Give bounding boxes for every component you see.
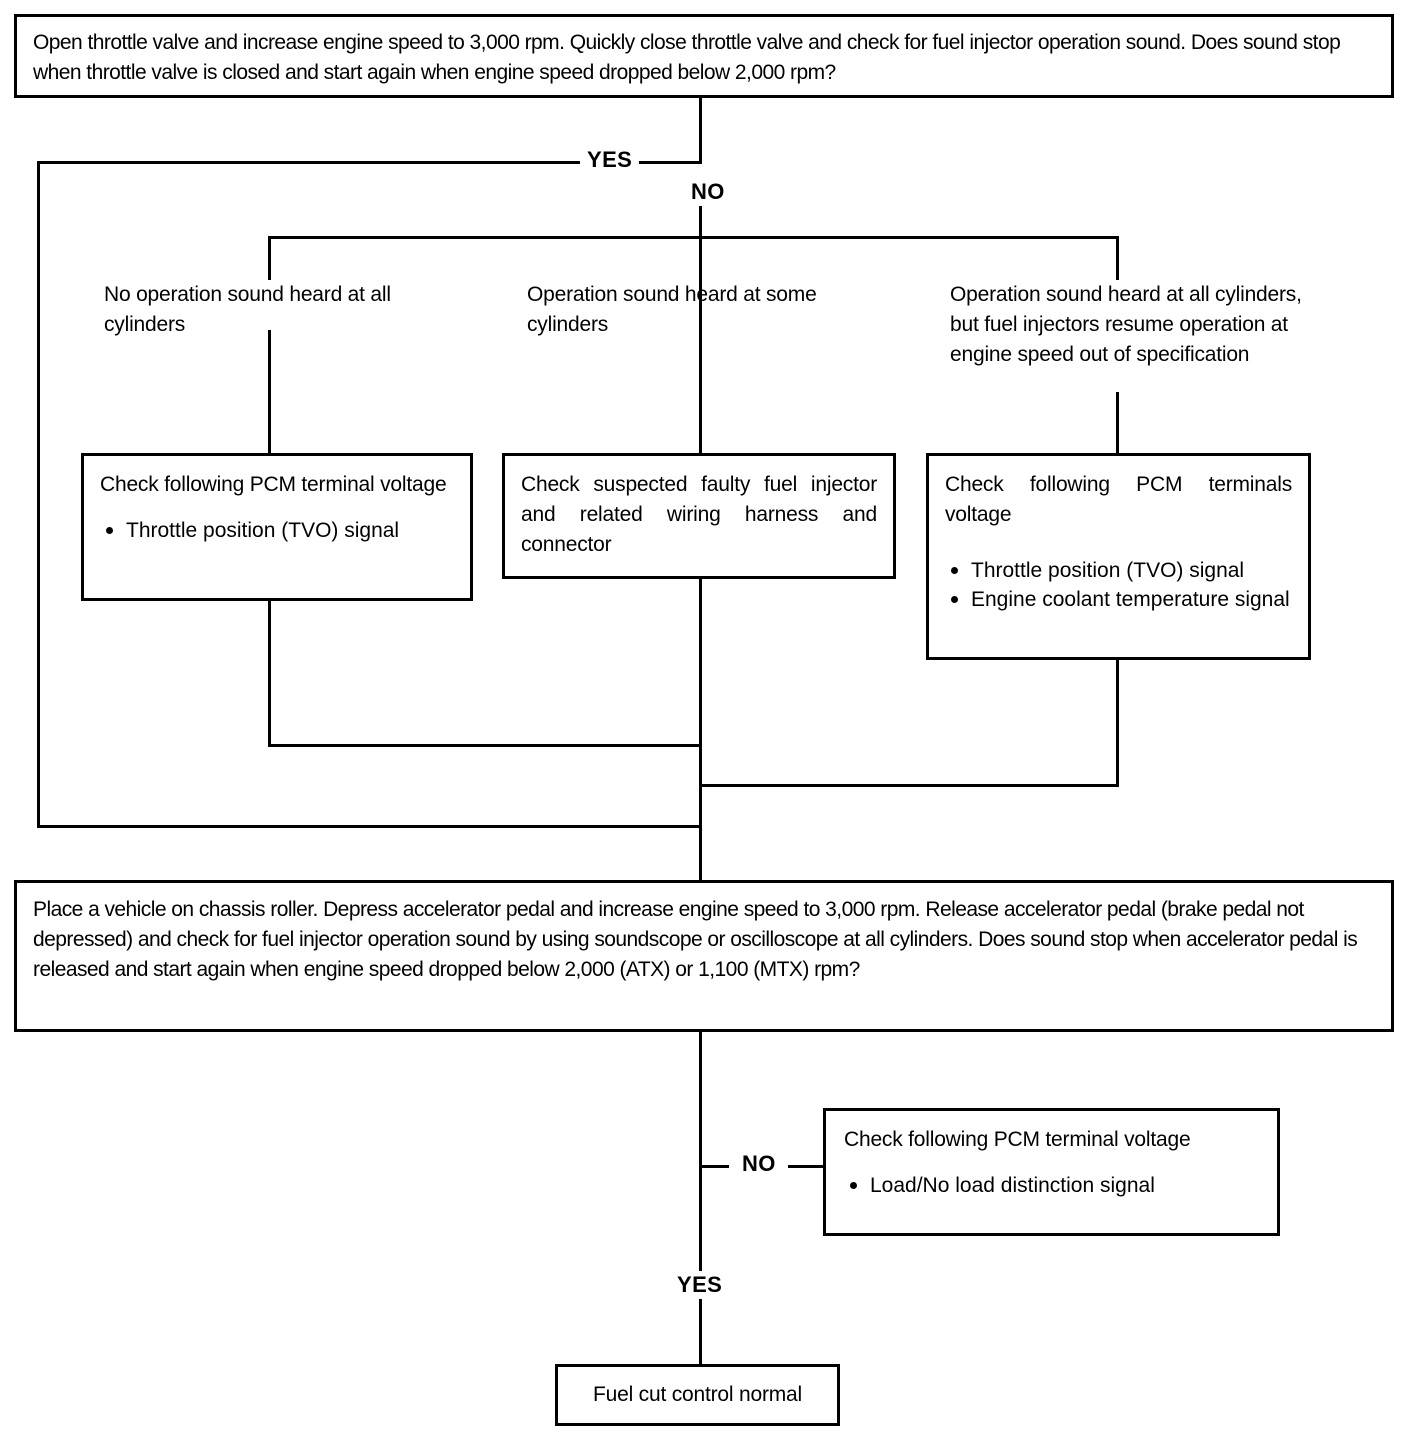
connector-action-right-out: [1116, 660, 1119, 786]
connector-symptom-left-stem: [268, 330, 271, 456]
spacer: [100, 500, 454, 516]
list-item: Load/No load distinction signal: [844, 1171, 1259, 1201]
label-no-decision2: NO: [735, 1150, 783, 1178]
action-left-bullet-list: Throttle position (TVO) signal: [100, 516, 454, 546]
action-box-middle-faulty-injector: Check suspected faulty fuel injector and…: [502, 453, 896, 579]
connector-decision2-stem: [699, 1032, 702, 1365]
connector-no-branch-left-stub: [699, 1165, 729, 1168]
decision2-text: Place a vehicle on chassis roller. Depre…: [33, 898, 1358, 981]
action-box-no-load-distinction: Check following PCM terminal voltage Loa…: [823, 1108, 1280, 1236]
action-left-heading: Check following PCM terminal voltage: [100, 473, 447, 496]
connector-symptom-middle-stem: [699, 330, 702, 456]
terminal-text: Fuel cut control normal: [593, 1383, 802, 1406]
symptom-text-right: Operation sound heard at all cylinders, …: [950, 283, 1302, 366]
label-yes-decision2: YES: [670, 1271, 730, 1299]
connector-action-middle-out: [699, 579, 702, 639]
action-no-heading: Check following PCM terminal voltage: [844, 1128, 1191, 1151]
decision1-text: Open throttle valve and increase engine …: [33, 31, 1341, 84]
connector-action-left-merge: [268, 744, 702, 747]
decision-box-chassis-roller: Place a vehicle on chassis roller. Depre…: [14, 880, 1394, 1032]
list-item: Engine coolant temperature signal: [945, 585, 1292, 615]
action-box-right-pcm-terminals-voltage: Check following PCM terminals voltage Th…: [926, 453, 1311, 660]
label-yes-decision1: YES: [580, 146, 640, 174]
connector-symptom-right-stem: [1116, 392, 1119, 456]
action-right-bullet-list: Throttle position (TVO) signal Engine co…: [945, 556, 1292, 616]
decision-box-throttle-valve: Open throttle valve and increase engine …: [14, 14, 1394, 98]
connector-yes-rejoin: [37, 825, 702, 828]
symptom-text-left: No operation sound heard at all cylinder…: [104, 283, 391, 336]
connector-yes-vertical-left: [37, 161, 40, 827]
list-item: Throttle position (TVO) signal: [945, 556, 1292, 586]
connector-no-branch-right-stub: [788, 1165, 826, 1168]
spacer: [844, 1155, 1259, 1171]
action-box-left-pcm-terminal-voltage: Check following PCM terminal voltage Thr…: [81, 453, 473, 601]
list-item: Throttle position (TVO) signal: [100, 516, 454, 546]
action-no-bullet-list: Load/No load distinction signal: [844, 1171, 1259, 1201]
action-middle-heading: Check suspected faulty fuel injector and…: [521, 473, 877, 556]
connector-yes-horizontal: [37, 161, 702, 164]
connector-decision1-stem: [699, 98, 702, 164]
connector-action-right-merge: [699, 784, 1119, 787]
connector-action-left-out: [268, 601, 271, 746]
connector-branch-drop-right: [1116, 236, 1119, 280]
label-no-decision1: NO: [684, 178, 732, 206]
connector-branch-drop-left: [268, 236, 271, 280]
action-right-heading: Check following PCM terminals voltage: [945, 473, 1292, 526]
connector-branch-bus: [268, 236, 1119, 239]
terminal-box-fuel-cut-control-normal: Fuel cut control normal: [555, 1364, 840, 1426]
spacer: [945, 530, 1292, 556]
symptom-text-middle: Operation sound heard at some cylinders: [527, 283, 817, 336]
